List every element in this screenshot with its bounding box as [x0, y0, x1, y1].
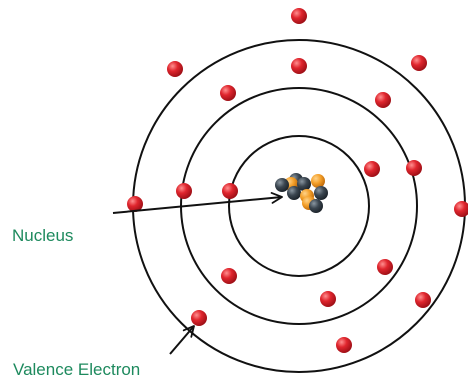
nucleus-label: Nucleus	[12, 226, 73, 245]
electron	[415, 292, 431, 308]
electron	[127, 196, 143, 212]
nucleus	[275, 173, 328, 213]
electron	[222, 183, 238, 199]
electron	[364, 161, 380, 177]
electron	[406, 160, 422, 176]
neutron	[275, 178, 289, 192]
middle-shell	[180, 87, 418, 325]
neutron	[287, 186, 301, 200]
electron	[221, 268, 237, 284]
neutron	[309, 199, 323, 213]
neutron	[297, 177, 311, 191]
electron	[220, 85, 236, 101]
electron	[176, 183, 192, 199]
electron	[167, 61, 183, 77]
electron	[336, 337, 352, 353]
inner-shell	[228, 135, 370, 277]
electron	[291, 8, 307, 24]
valence-electron-arrow	[169, 325, 195, 355]
electron	[320, 291, 336, 307]
valence-electron-label: Valence Electron	[13, 360, 140, 379]
electron	[291, 58, 307, 74]
valence-electron	[191, 310, 207, 326]
electron	[375, 92, 391, 108]
proton	[311, 174, 325, 188]
electron	[411, 55, 427, 71]
electron	[454, 201, 468, 217]
electron	[377, 259, 393, 275]
nucleus-arrow	[112, 192, 283, 214]
neutron	[314, 186, 328, 200]
